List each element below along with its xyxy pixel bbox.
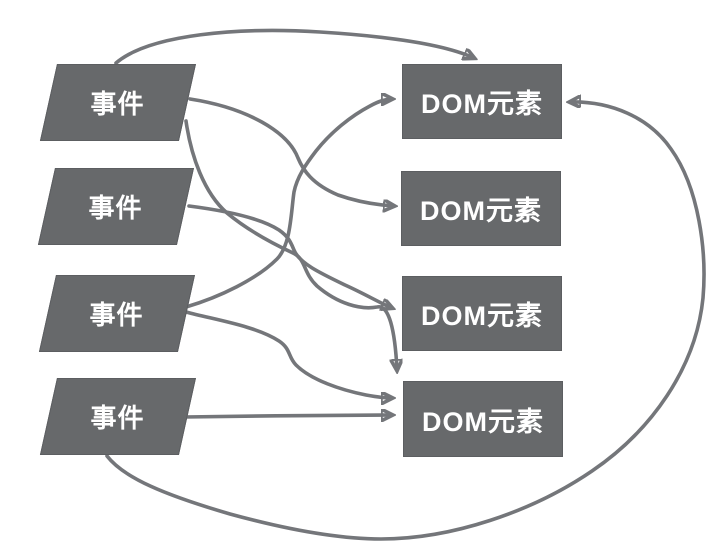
edge-event4-loop-to-dom1-right: [105, 102, 706, 541]
event-node-1-label: 事件: [90, 89, 145, 119]
dom-node-1: DOM元素: [402, 64, 562, 139]
edge-event4-to-dom4: [182, 415, 392, 417]
edge-event1-top-to-dom1-top: [114, 28, 474, 65]
edge-event3-to-dom1: [184, 99, 392, 309]
edge-event1-right-to-dom2: [188, 97, 394, 206]
event-node-3-label: 事件: [89, 300, 144, 330]
dom-node-4: DOM元素: [403, 381, 563, 457]
dom-node-3-label: DOM元素: [421, 301, 543, 331]
dom-node-2: DOM元素: [401, 171, 561, 246]
edge-event3-to-dom4: [184, 310, 392, 398]
dom-node-1-label: DOM元素: [421, 89, 543, 119]
dom-node-4-label: DOM元素: [422, 406, 544, 437]
event-node-4-label: 事件: [90, 403, 145, 433]
event-node-3: 事件: [38, 275, 196, 352]
dom-node-2-label: DOM元素: [420, 196, 542, 226]
event-node-2-label: 事件: [88, 193, 143, 223]
dom-node-3: DOM元素: [402, 276, 562, 351]
event-node-4: 事件: [39, 378, 197, 455]
event-node-2: 事件: [37, 168, 195, 245]
edge-event2-to-dom3: [187, 204, 392, 308]
event-node-1: 事件: [39, 64, 197, 141]
